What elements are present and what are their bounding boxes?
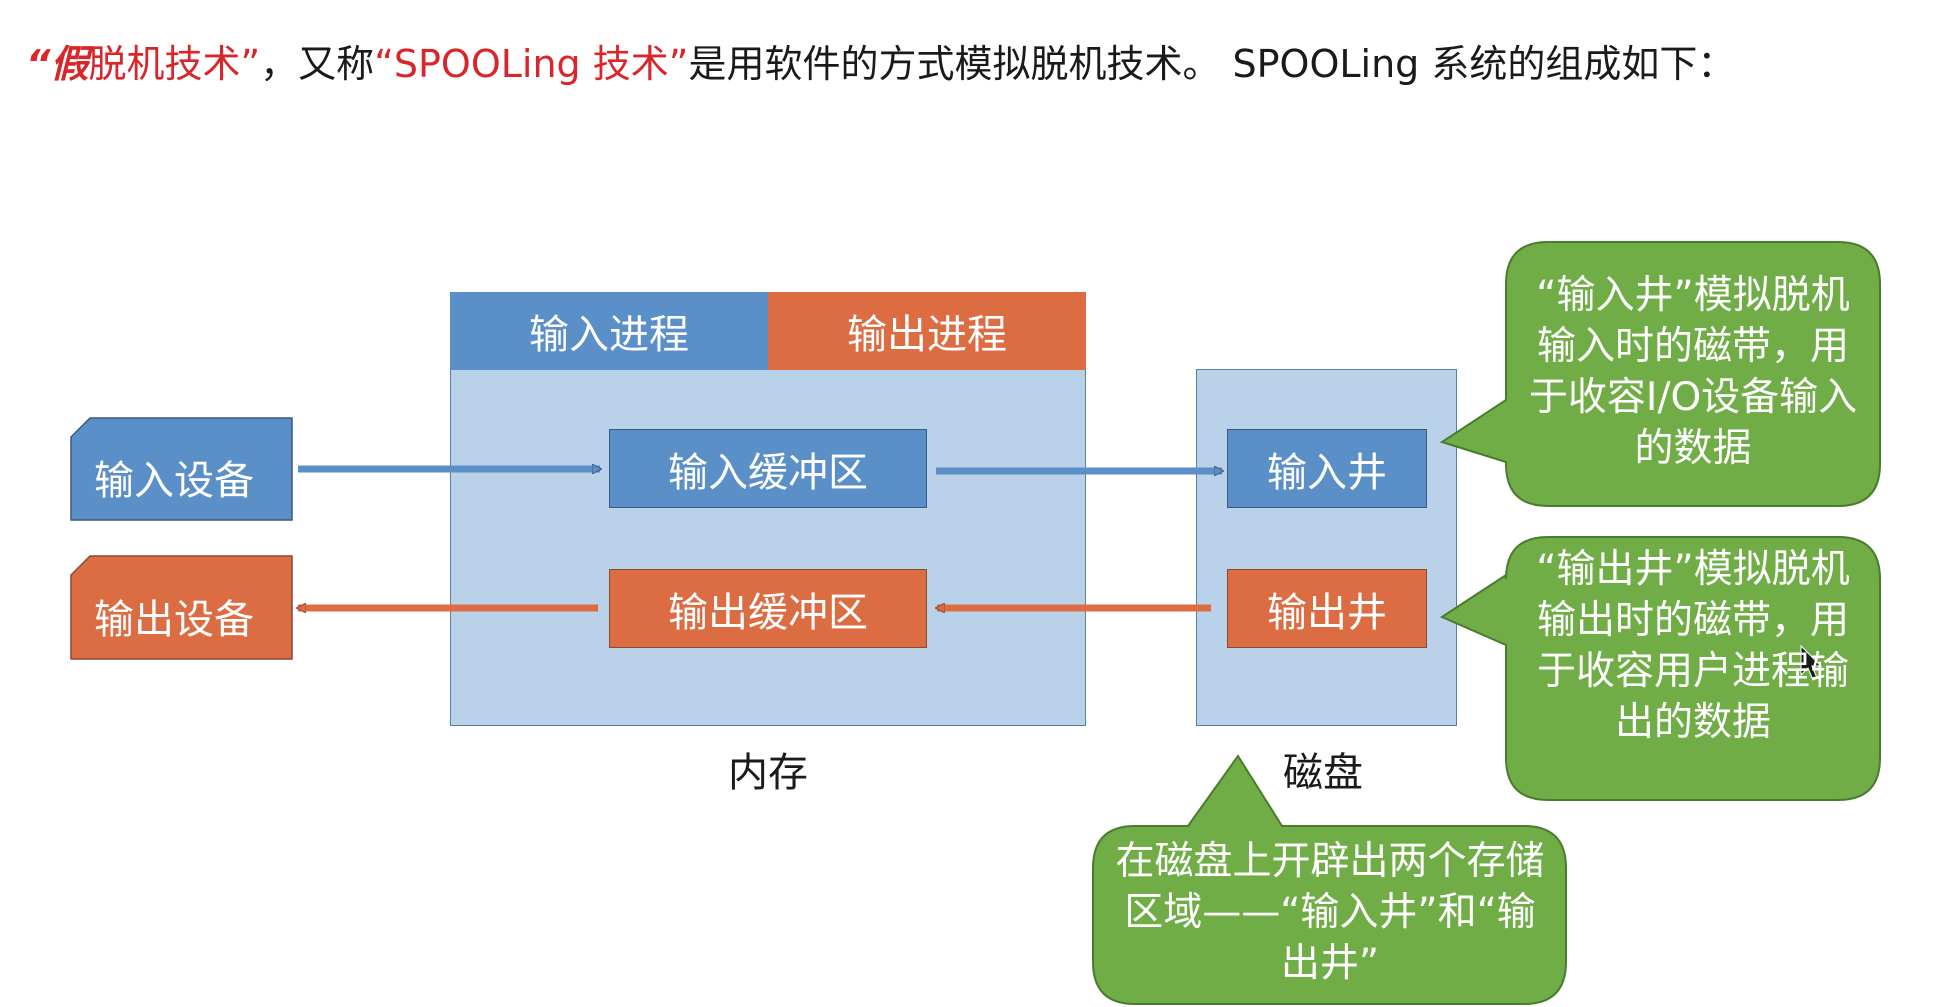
callout-output-well-bubble <box>1439 536 1881 801</box>
input-process: 输入进程 <box>450 292 768 370</box>
output-device: 输出设备 <box>94 597 254 643</box>
headline-aka: ，又称 <box>260 42 375 86</box>
output-device-shape <box>70 555 293 660</box>
input-device: 输入设备 <box>94 458 254 504</box>
headline-term: 脱机技术” <box>88 42 261 86</box>
callout-disk-bubble <box>1092 754 1567 1005</box>
output-buffer: 输出缓冲区 <box>609 569 927 648</box>
disk-region <box>1196 369 1457 726</box>
headline-emphasis: “假 <box>26 42 89 86</box>
mouse-cursor-icon <box>1800 644 1823 681</box>
callout-output-well-text: “输出井”模拟脱机输出时的磁带，用于收容用户进程输出的数据 <box>1536 547 1850 745</box>
output-well: 输出井 <box>1227 569 1427 648</box>
headline-spooling: “SPOOLing 技术” <box>374 42 689 86</box>
disk-caption: 磁盘 <box>1283 750 1363 796</box>
input-device-shape <box>70 417 293 521</box>
input-well: 输入井 <box>1227 429 1427 508</box>
input-buffer: 输入缓冲区 <box>609 429 927 508</box>
callout-disk-text: 在磁盘上开辟出两个存储区域——“输入井”和“输出井” <box>1115 839 1545 986</box>
output-process: 输出进程 <box>768 292 1086 370</box>
headline-rest: 是用软件的方式模拟脱机技术。 SPOOLing 系统的组成如下： <box>688 42 1736 86</box>
memory-caption: 内存 <box>728 750 808 796</box>
callout-input-well-text: “输入井”模拟脱机输入时的磁带，用于收容I/O设备输入的数据 <box>1528 273 1858 471</box>
headline: “假脱机技术”，又称“SPOOLing 技术”是用软件的方式模拟脱机技术。 SP… <box>26 34 1735 94</box>
callout-input-well-bubble <box>1439 241 1881 507</box>
